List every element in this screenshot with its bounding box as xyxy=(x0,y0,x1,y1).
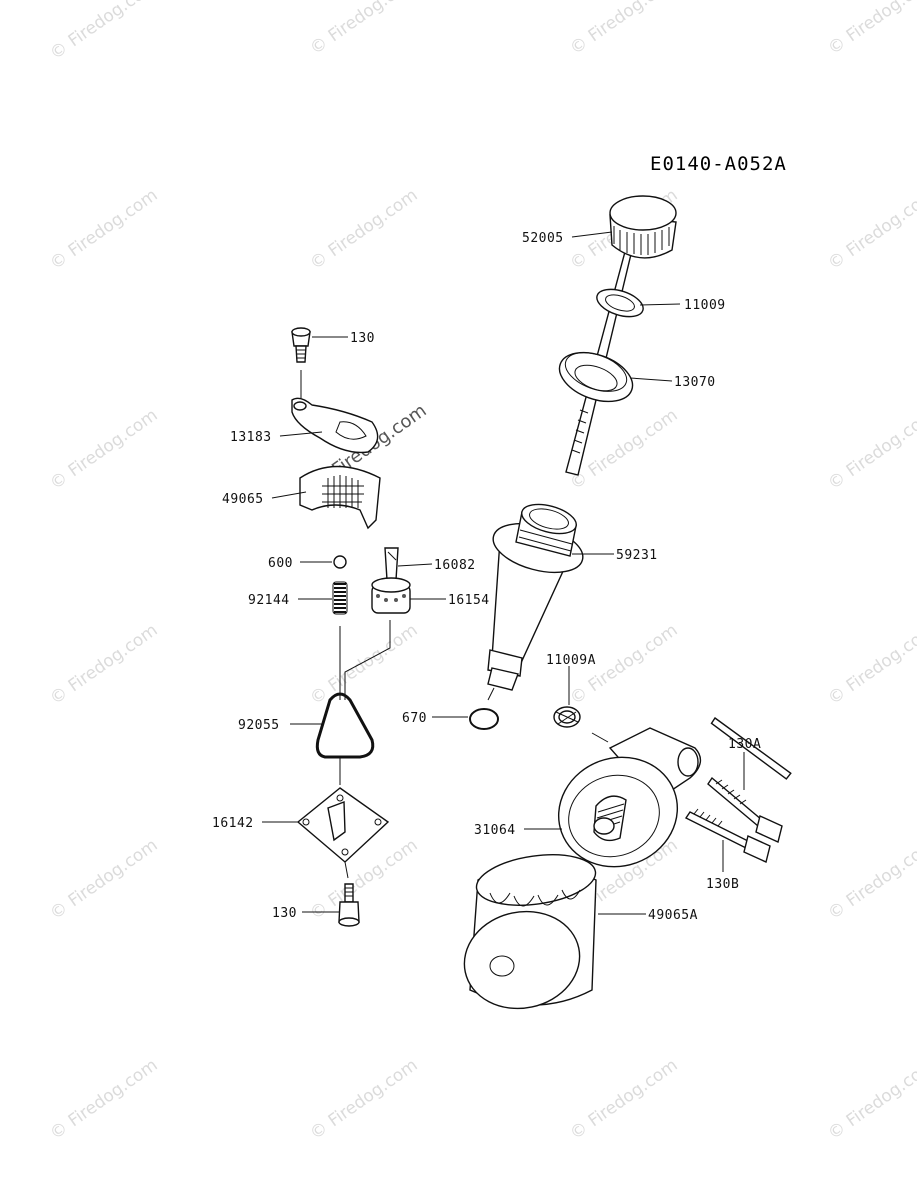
label-59231: 59231 xyxy=(616,548,658,563)
o-ring-670 xyxy=(469,708,499,730)
watermark: © Firedog.com xyxy=(824,835,917,924)
dipstick-marks xyxy=(571,409,589,454)
watermark: © Firedog.com xyxy=(46,185,161,274)
cover-16142 xyxy=(296,787,390,863)
watermark: © Firedog.com xyxy=(46,835,161,924)
part-labels: 52005 11009 13070 130 13183 49065 600 16… xyxy=(212,231,761,923)
leader-lines xyxy=(262,231,745,915)
watermark: © Firedog.com xyxy=(306,185,421,274)
bolt-130-bottom xyxy=(338,883,360,927)
valve-11009A xyxy=(553,706,581,728)
label-11009A: 11009A xyxy=(546,653,596,668)
watermark: © Firedog.com xyxy=(46,405,161,494)
seal-13070 xyxy=(558,351,634,403)
label-49065: 49065 xyxy=(222,492,264,507)
label-92055: 92055 xyxy=(238,718,280,733)
label-130A: 130A xyxy=(728,737,761,752)
label-92144: 92144 xyxy=(248,593,290,608)
label-13070: 13070 xyxy=(674,375,716,390)
bolt-130-top xyxy=(291,327,311,363)
strainer-49065 xyxy=(299,465,381,530)
watermark: © Firedog.com xyxy=(46,0,161,64)
watermark: © Firedog.com xyxy=(306,620,421,709)
label-600: 600 xyxy=(268,556,293,571)
watermark: © Firedog.com xyxy=(824,1055,917,1144)
gasket-92055 xyxy=(315,692,375,759)
leader-line xyxy=(344,861,349,879)
ball-600 xyxy=(333,555,347,569)
bolt-130B xyxy=(684,808,771,863)
leader-line xyxy=(487,687,495,701)
filter-bracket-31064 xyxy=(557,727,702,868)
oil-filler-tube xyxy=(487,503,584,691)
watermark: © Firedog.com xyxy=(306,1055,421,1144)
dipstick-assembly xyxy=(558,195,677,476)
label-52005: 52005 xyxy=(522,231,564,246)
plate-13183 xyxy=(291,397,379,454)
oil-filter-49065A xyxy=(463,854,597,1010)
watermark: © Firedog.com xyxy=(46,1055,161,1144)
spring-92144 xyxy=(332,581,348,615)
label-670: 670 xyxy=(402,711,427,726)
rotor-housing-16154 xyxy=(371,577,411,614)
label-31064: 31064 xyxy=(474,823,516,838)
dipstick-cap xyxy=(609,195,677,259)
label-130-top: 130 xyxy=(350,331,375,346)
watermark: © Firedog.com xyxy=(306,0,421,59)
watermark: © Firedog.com xyxy=(824,620,917,709)
watermark: © Firedog.com xyxy=(46,620,161,709)
rotor-16082 xyxy=(384,547,399,581)
label-16142: 16142 xyxy=(212,816,254,831)
label-130-bottom: 130 xyxy=(272,906,297,921)
leader-line xyxy=(591,732,609,743)
label-130B: 130B xyxy=(706,877,739,892)
label-16082: 16082 xyxy=(434,558,476,573)
watermark: © Firedog.com xyxy=(566,0,681,59)
o-ring-11009 xyxy=(596,288,644,318)
watermark: © Firedog.com xyxy=(306,835,421,924)
watermark: © Firedog.com xyxy=(824,0,917,59)
bolt-130A xyxy=(707,717,792,843)
label-13183: 13183 xyxy=(230,430,272,445)
label-11009: 11009 xyxy=(684,298,726,313)
diagram-code: E0140-A052A xyxy=(650,153,787,175)
watermark: © Firedog.com xyxy=(824,405,917,494)
watermark: © Firedog.com xyxy=(566,1055,681,1144)
leader-line xyxy=(344,620,391,700)
label-16154: 16154 xyxy=(448,593,490,608)
watermark: © Firedog.com xyxy=(824,185,917,274)
label-49065A: 49065A xyxy=(648,908,698,923)
